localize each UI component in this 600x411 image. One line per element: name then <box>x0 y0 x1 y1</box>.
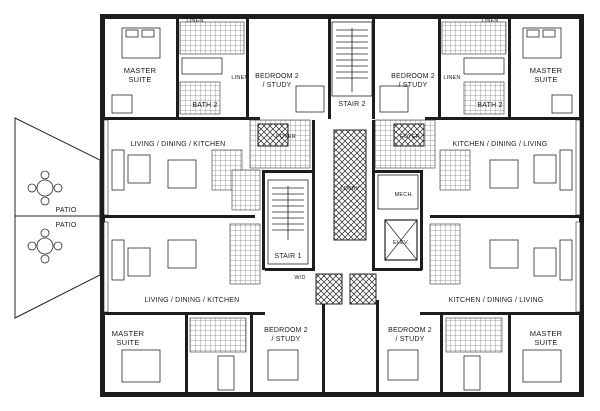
bed-icon <box>267 349 299 381</box>
unit-bottom-left <box>111 223 343 391</box>
sofa-icon <box>111 149 125 191</box>
sofa-icon <box>559 239 573 281</box>
interior-walls <box>105 19 579 392</box>
label-elev: ELEV. <box>393 240 409 246</box>
label-wd: W/D <box>294 275 305 281</box>
label-patio-top: PATIO <box>56 207 77 214</box>
bed-icon <box>295 85 325 113</box>
dining-table-icon <box>489 159 519 189</box>
lobby-floor-pattern <box>333 129 367 241</box>
dining-table-icon <box>167 239 197 269</box>
label-bath2-r: BATH 2 <box>477 102 502 109</box>
bathtub-icon <box>463 57 505 75</box>
label-foyer-r: FOYER <box>400 134 420 140</box>
label-foyer-l: FOYER <box>276 134 296 140</box>
bathtub-icon <box>181 57 223 75</box>
bed-icon <box>379 85 409 113</box>
unit-top-left <box>111 21 325 211</box>
label-ldk-bl: LIVING / DINING / KITCHEN <box>145 297 240 304</box>
label-lobby: LOBBY <box>340 186 359 192</box>
bed-icon <box>121 349 161 383</box>
mech-room <box>377 174 419 210</box>
label-linen-tr: LINEN <box>481 18 498 24</box>
label-bedroom2-tl: BEDROOM 2/ STUDY <box>255 73 299 89</box>
label-patio-bot: PATIO <box>56 222 77 229</box>
label-ldk-tl: LIVING / DINING / KITCHEN <box>131 141 226 148</box>
label-bedroom2-br: BEDROOM 2/ STUDY <box>388 327 432 343</box>
dining-table-icon <box>489 239 519 269</box>
dining-table-icon <box>167 159 197 189</box>
label-stair1: STAIR 1 <box>274 253 301 260</box>
label-bedroom2-tr: BEDROOM 2/ STUDY <box>391 73 435 89</box>
label-linen-mr: LINEN <box>443 75 460 81</box>
bathtub-icon <box>217 355 235 391</box>
elevator-icon <box>384 219 418 261</box>
sofa-icon <box>559 149 573 191</box>
unit-bottom-right <box>349 223 573 391</box>
stair-1 <box>267 179 309 265</box>
patio-table-icon <box>27 170 63 206</box>
stair-2 <box>331 21 373 97</box>
bath-tile-area <box>179 21 245 55</box>
label-mech: MECH. <box>395 192 414 198</box>
label-kdl-br: KITCHEN / DINING / LIVING <box>449 297 544 304</box>
label-kdl-tr: KITCHEN / DINING / LIVING <box>453 141 548 148</box>
unit-top-right <box>374 21 573 191</box>
label-bath2-l: BATH 2 <box>192 102 217 109</box>
bathtub-icon <box>463 355 481 391</box>
building-core <box>267 21 419 265</box>
patio-area <box>14 117 101 319</box>
label-bedroom2-bl: BEDROOM 2/ STUDY <box>264 327 308 343</box>
patio-table-icon <box>27 228 63 264</box>
foyer-mat <box>257 123 289 147</box>
label-linen-ml: LINEN <box>231 75 248 81</box>
bed-icon <box>522 349 562 383</box>
label-linen-tl: LINEN <box>186 18 203 24</box>
bed-icon <box>387 349 419 381</box>
sofa-icon <box>111 239 125 281</box>
label-stair2: STAIR 2 <box>338 101 365 108</box>
